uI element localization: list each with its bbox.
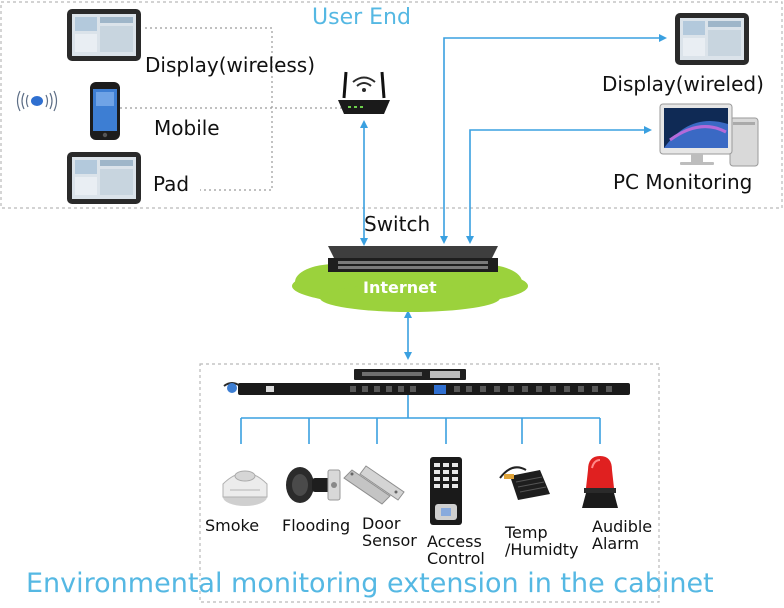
door-sensor-icon (343, 465, 405, 505)
network-links (360, 34, 667, 360)
mobile-phone-icon (90, 82, 120, 140)
pc-monitoring-label: PC Monitoring (613, 170, 753, 194)
access-control-keypad-icon (430, 457, 462, 525)
cabinet-boundary (199, 363, 660, 603)
switch-label: Switch (364, 212, 431, 236)
sensor-label-access: Access Control (427, 532, 485, 568)
mobile-label: Mobile (154, 116, 220, 140)
sensor-label-alarm: Audible Alarm (592, 517, 653, 553)
wifi-router-icon (338, 71, 390, 114)
sensor-label-smoke: Smoke (205, 516, 260, 535)
display-wireless-label: Display(wireless) (145, 53, 316, 77)
cabinet-extension-title: Environmental monitoring extension in th… (26, 568, 714, 599)
network-switch-icon (328, 246, 498, 272)
pad-label: Pad (153, 172, 190, 196)
user-end-title: User End (312, 5, 411, 30)
display-wired-icon (675, 13, 749, 65)
sensor-bus-lines (240, 395, 601, 444)
wireless-signal-icon (16, 90, 58, 112)
display-wireless-icon (67, 9, 141, 61)
monitoring-controller-icon (354, 369, 466, 380)
flooding-sensor-icon (286, 467, 341, 503)
audible-alarm-icon (582, 456, 618, 508)
internet-label: Internet (363, 278, 437, 297)
temp-humidity-sensor-icon (499, 466, 550, 500)
pdu-strip-icon (223, 382, 630, 395)
user-end-boundary (0, 1, 783, 209)
pad-tablet-icon (67, 152, 141, 204)
sensor-label-flooding: Flooding (282, 516, 351, 535)
sensor-label-door: Door Sensor (362, 514, 417, 550)
display-wired-label: Display(wireled) (602, 72, 764, 96)
sensor-label-temp: Temp /Humidty (505, 523, 579, 559)
pc-monitor-icon (659, 103, 759, 167)
smoke-detector-icon (222, 470, 268, 506)
wireless-connections (120, 27, 345, 191)
